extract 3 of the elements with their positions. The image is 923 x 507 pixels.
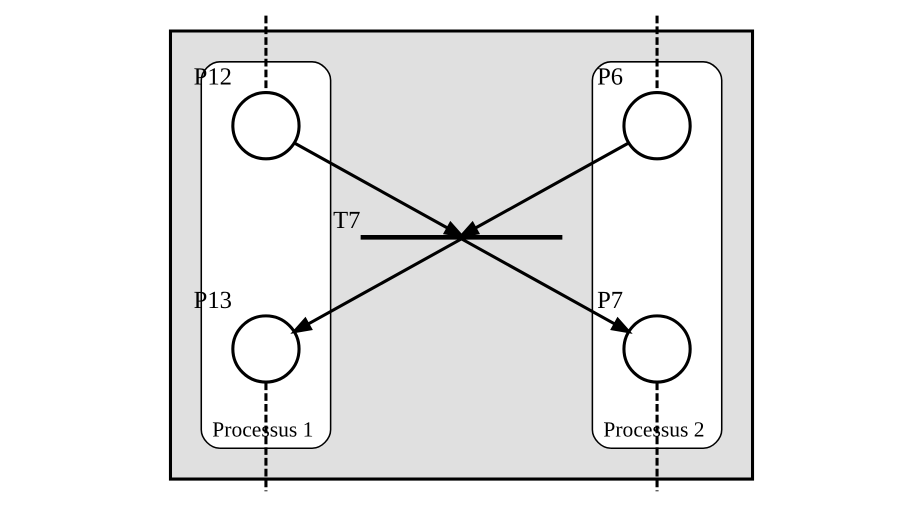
node-label: P7 [597,286,624,314]
node-label: P6 [597,64,624,91]
node-label: T7 [333,206,360,234]
